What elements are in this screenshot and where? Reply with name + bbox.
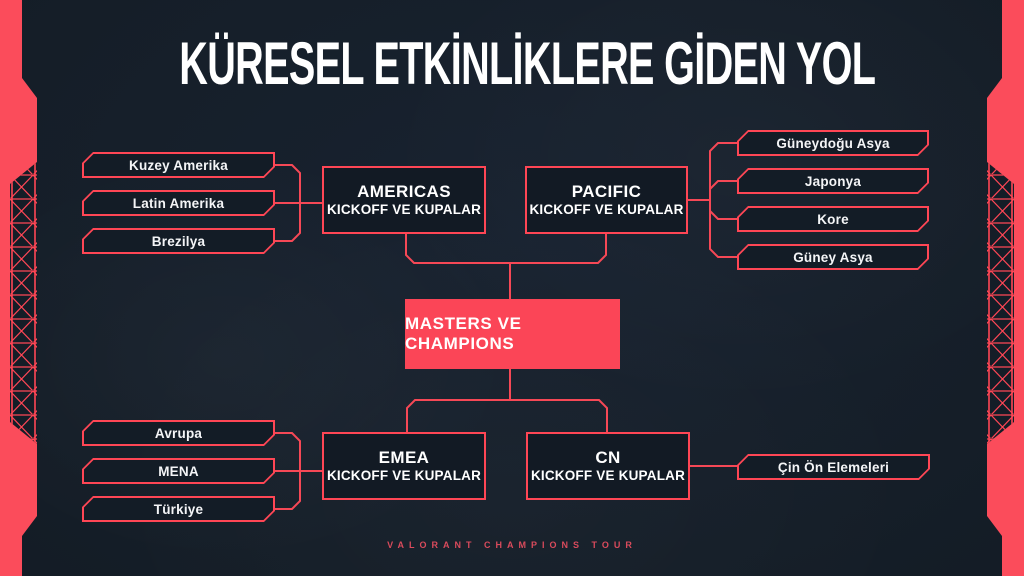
region-label: Kuzey Amerika — [84, 154, 273, 176]
region-label: Avrupa — [84, 422, 273, 444]
region-label: Türkiye — [84, 498, 273, 520]
region-label: Çin Ön Elemeleri — [739, 456, 928, 478]
region-box-cin-on-elemeleri: Çin Ön Elemeleri — [737, 454, 930, 480]
left-edge-decoration — [0, 0, 37, 576]
region-label: Brezilya — [84, 230, 273, 252]
hub-name: CN — [595, 447, 621, 467]
page-title-wrap: KÜRESEL ETKİNLİKLERE GİDEN YOL — [0, 34, 1024, 94]
region-box-kore: Kore — [737, 206, 929, 232]
region-label: Japonya — [739, 170, 927, 192]
hub-americas: AMERICAS KICKOFF VE KUPALAR — [322, 166, 486, 234]
hub-name: AMERICAS — [357, 181, 451, 201]
hub-emea: EMEA KICKOFF VE KUPALAR — [322, 432, 486, 500]
hub-pacific: PACIFIC KICKOFF VE KUPALAR — [525, 166, 688, 234]
hub-subtitle: KICKOFF VE KUPALAR — [530, 468, 686, 484]
region-box-guney-asya: Güney Asya — [737, 244, 929, 270]
region-label: Kore — [739, 208, 927, 230]
hub-name: PACIFIC — [571, 181, 642, 201]
region-box-kuzey-amerika: Kuzey Amerika — [82, 152, 275, 178]
region-label: Güney Asya — [739, 246, 927, 268]
masters-champions-node: MASTERS VE CHAMPIONS — [405, 299, 620, 369]
region-box-mena: MENA — [82, 458, 275, 484]
hub-name: EMEA — [378, 447, 430, 467]
page-title: KÜRESEL ETKİNLİKLERE GİDEN YOL — [179, 30, 876, 97]
hub-cn: CN KICKOFF VE KUPALAR — [526, 432, 690, 500]
region-box-brezilya: Brezilya — [82, 228, 275, 254]
right-edge-decoration — [987, 0, 1024, 576]
region-label: MENA — [84, 460, 273, 482]
hub-subtitle: KICKOFF VE KUPALAR — [529, 202, 684, 218]
region-box-turkiye: Türkiye — [82, 496, 275, 522]
hub-subtitle: KICKOFF VE KUPALAR — [326, 202, 482, 218]
vct-wordmark: VALORANT CHAMPIONS TOUR — [387, 540, 637, 550]
region-box-avrupa: Avrupa — [82, 420, 275, 446]
region-box-japonya: Japonya — [737, 168, 929, 194]
region-box-latin-amerika: Latin Amerika — [82, 190, 275, 216]
hub-subtitle: KICKOFF VE KUPALAR — [326, 468, 482, 484]
region-label: Güneydoğu Asya — [739, 132, 927, 154]
region-box-guneydogu-asya: Güneydoğu Asya — [737, 130, 929, 156]
region-label: Latin Amerika — [84, 192, 273, 214]
